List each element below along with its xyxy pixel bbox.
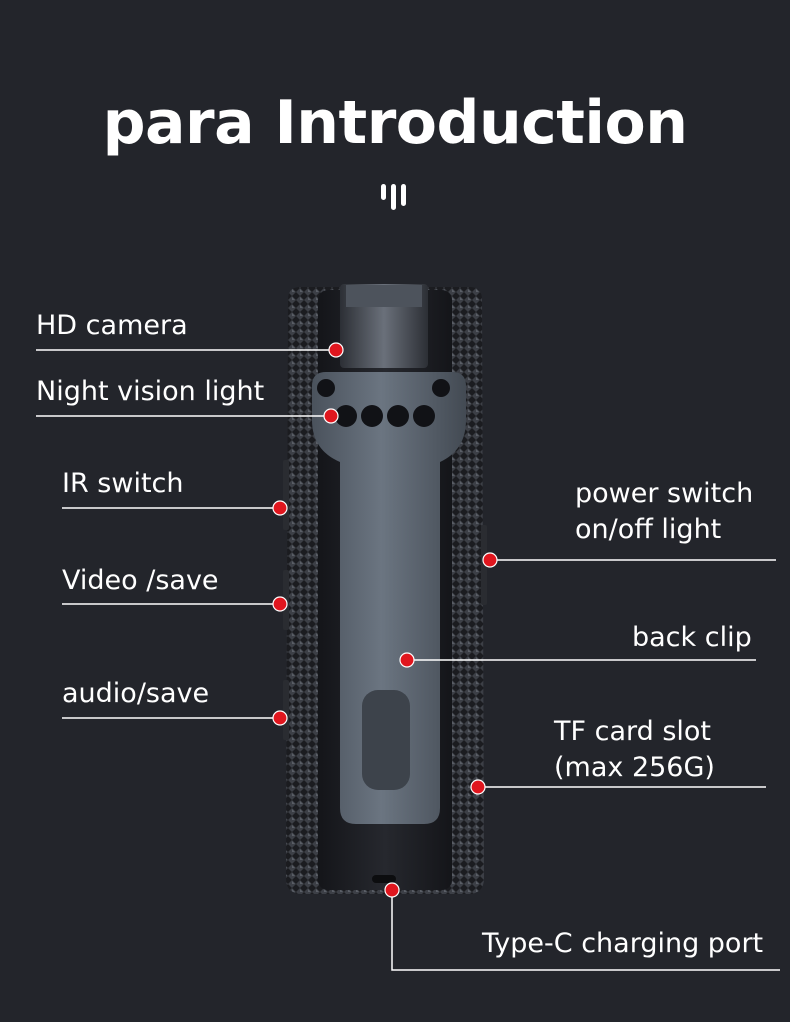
label-back-clip: back clip: [632, 622, 752, 653]
audio-save-button: [283, 680, 289, 740]
three-bars-icon: [381, 184, 406, 210]
label-audio-save: audio/save: [62, 678, 210, 709]
page-title: para Introduction: [102, 88, 688, 158]
label-tf-card-2: (max 256G): [554, 752, 715, 783]
video-save-marker: [272, 596, 288, 612]
label-night-vision: Night vision light: [36, 376, 265, 407]
back-clip-marker: [399, 652, 415, 668]
power-switch-button: [481, 525, 487, 605]
label-ir-switch: IR switch: [62, 468, 184, 499]
label-power-switch-1: power switch: [575, 478, 754, 509]
label-power-switch-2: on/off light: [575, 514, 722, 545]
hd-camera-marker: [328, 342, 344, 358]
label-video-save: Video /save: [62, 565, 219, 596]
audio-save-marker: [272, 710, 288, 726]
power-switch-marker: [482, 552, 498, 568]
clip-slot: [362, 690, 410, 790]
tf-card-marker: [470, 779, 486, 795]
leader-lines: [36, 349, 780, 971]
type-c-marker: [384, 882, 400, 898]
ir-switch-button: [283, 460, 289, 530]
camera-device: [283, 284, 487, 894]
back-clip: [312, 372, 466, 824]
label-type-c: Type-C charging port: [482, 928, 764, 959]
type-c-port: [372, 875, 396, 883]
night-vision-marker: [323, 408, 339, 424]
callout-markers: [272, 342, 498, 898]
label-tf-card-1: TF card slot: [554, 716, 712, 747]
label-hd-camera: HD camera: [36, 310, 188, 341]
ir-switch-marker: [272, 500, 288, 516]
